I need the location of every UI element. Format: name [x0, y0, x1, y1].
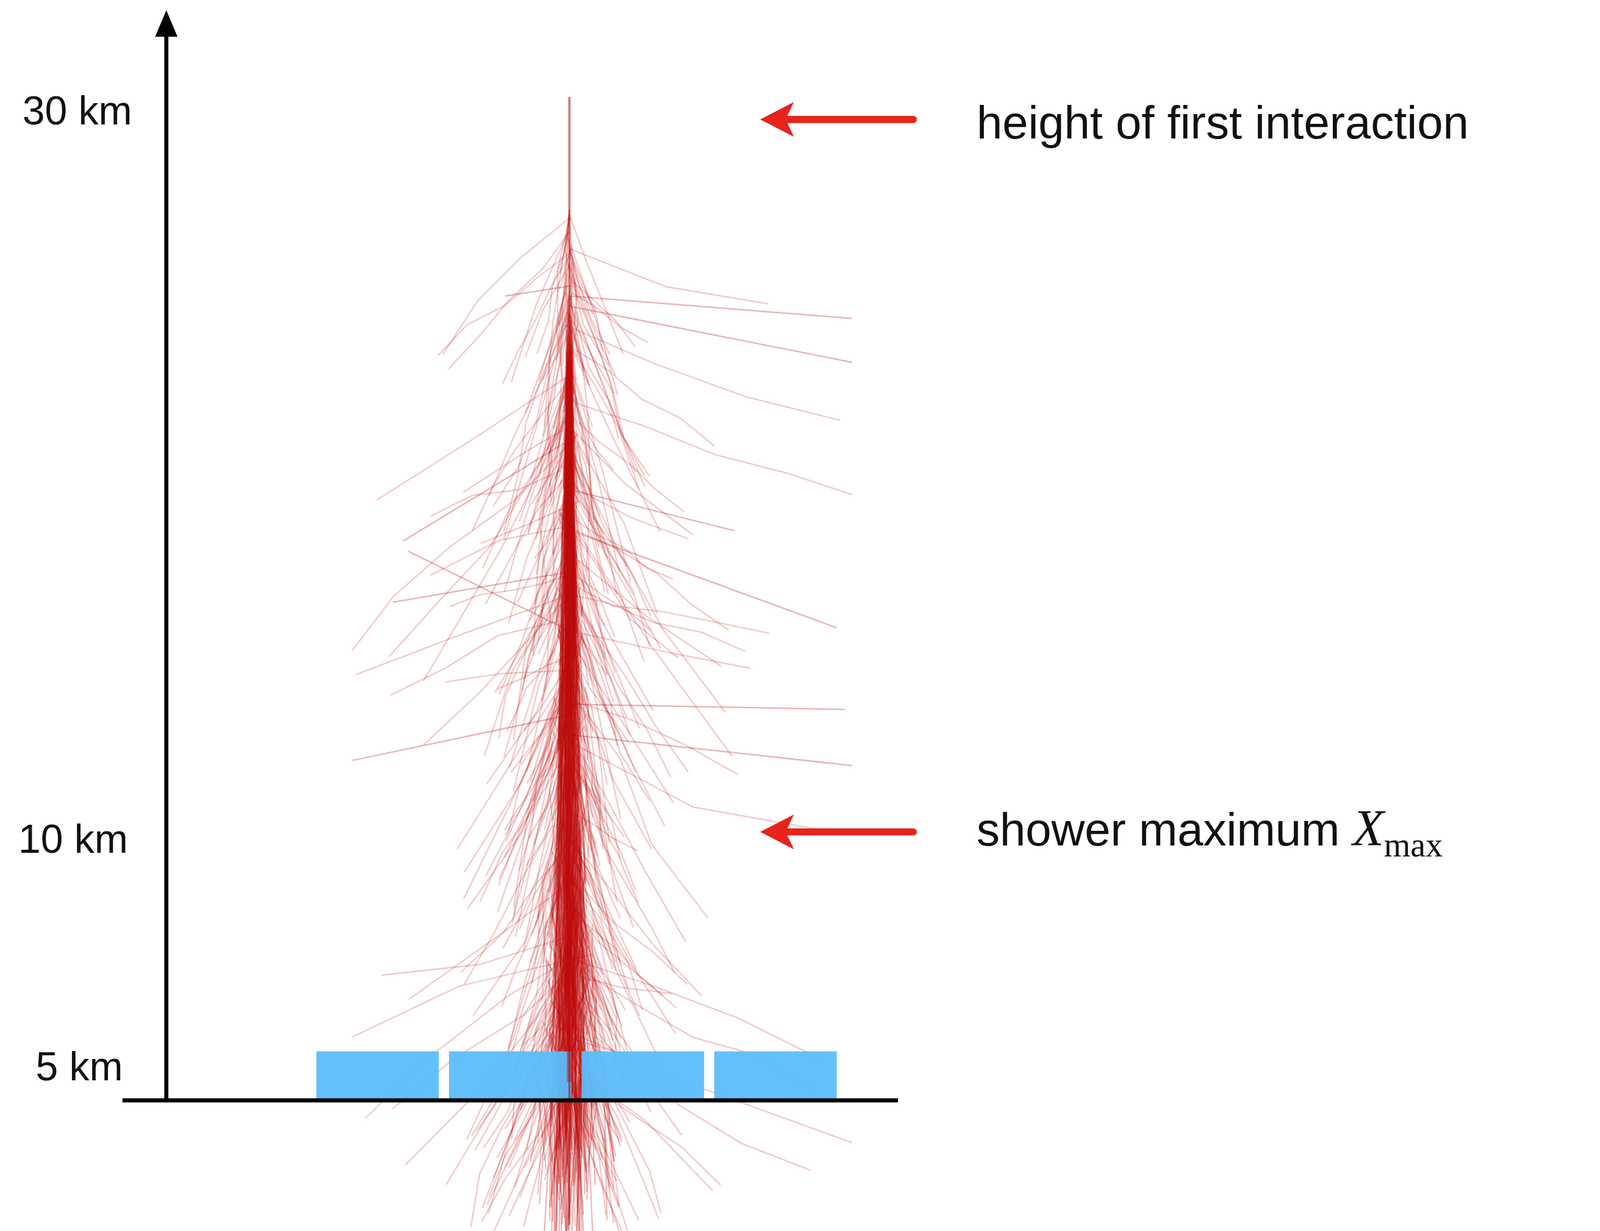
axis-arrowhead — [154, 10, 178, 38]
particle-track — [566, 387, 572, 1083]
particle-track — [570, 1038, 709, 1103]
particle-track — [569, 306, 852, 363]
detector-block — [714, 1051, 837, 1100]
math-symbol: X — [1352, 799, 1384, 857]
height-axis — [164, 30, 169, 1101]
particle-track — [486, 1008, 547, 1205]
particle-track — [576, 530, 732, 757]
particle-track — [557, 954, 561, 1014]
detector-block — [448, 1051, 572, 1100]
particle-track — [445, 670, 563, 682]
particle-track — [502, 255, 570, 384]
particle-track — [569, 245, 615, 394]
particle-track — [568, 96, 571, 1225]
axis-tick-label: 10 km — [18, 818, 129, 859]
pointer-arrow — [760, 101, 914, 137]
pointer-arrow — [760, 814, 914, 850]
particle-track — [442, 218, 570, 355]
particle-track — [569, 342, 645, 476]
particle-track — [567, 586, 689, 773]
particle-track — [408, 551, 574, 634]
particle-track — [570, 347, 715, 446]
particle-track — [552, 769, 562, 920]
particle-track — [577, 702, 585, 885]
annotation-group: shower maximum Xmax — [976, 802, 1443, 854]
particle-track — [571, 530, 837, 628]
particle-track — [351, 448, 566, 651]
particle-track — [381, 934, 576, 976]
axis-tick-label: 5 km — [35, 1046, 124, 1087]
particle-track — [564, 422, 693, 535]
particle-track — [525, 265, 570, 357]
particle-track — [586, 782, 636, 890]
particle-track — [356, 598, 560, 675]
annotation: height of first interaction — [976, 99, 1469, 146]
detector-block — [581, 1051, 705, 1100]
particle-track — [498, 536, 567, 695]
particle-track — [572, 417, 685, 513]
particle-track — [498, 755, 556, 879]
particle-track — [492, 333, 569, 507]
particle-track — [580, 846, 587, 1000]
particle-track — [556, 680, 564, 754]
particle-track — [572, 350, 661, 532]
particle-track — [571, 735, 853, 766]
particle-track — [569, 248, 769, 304]
particle-track — [403, 439, 572, 542]
particle-track — [408, 882, 572, 1000]
axis-tick-label: 30 km — [22, 90, 133, 131]
particle-track — [511, 924, 547, 1139]
particle-track — [430, 470, 561, 517]
ground-line — [122, 1097, 898, 1103]
particle-track — [569, 295, 645, 488]
particle-track — [376, 374, 571, 500]
detector-array — [316, 1051, 837, 1100]
particle-track — [572, 465, 575, 560]
particle-track — [550, 1088, 552, 1208]
particle-track — [430, 525, 574, 576]
particle-track — [543, 594, 559, 692]
particle-track — [467, 741, 554, 909]
particle-track — [564, 571, 574, 1001]
particle-track — [566, 325, 841, 421]
particle-track — [505, 286, 572, 297]
particle-track — [571, 704, 845, 710]
particle-track — [575, 403, 853, 495]
particle-track — [351, 714, 572, 761]
particle-track — [391, 621, 558, 695]
particle-track — [473, 850, 553, 1016]
particle-track — [389, 416, 565, 657]
detector-block — [316, 1051, 440, 1100]
particle-track — [573, 312, 584, 368]
particle-track — [506, 860, 554, 1060]
annotation: shower maximum — [976, 803, 1340, 856]
particle-track — [549, 454, 565, 498]
particle-track — [571, 489, 736, 531]
particle-track — [423, 581, 582, 746]
math-subscript: max — [1384, 825, 1443, 864]
particle-track — [570, 258, 593, 315]
particle-track — [565, 349, 567, 469]
particle-track — [571, 448, 726, 712]
shower-core — [569, 96, 571, 1225]
particle-track — [568, 264, 616, 376]
